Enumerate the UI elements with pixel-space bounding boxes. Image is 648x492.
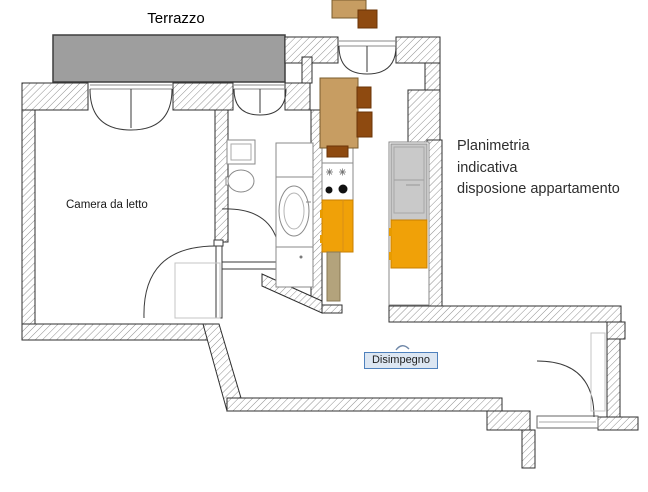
kitchen-left-run (320, 141, 354, 302)
hallway-label[interactable]: Disimpegno (364, 352, 438, 369)
terrace-label: Terrazzo (147, 10, 205, 27)
annotation-line-3: disposione appartamento (457, 181, 620, 197)
chair (356, 111, 373, 138)
bathroom-door-leaf (221, 261, 281, 270)
walls (21, 36, 639, 469)
annotation-line-2: indicativa (457, 159, 518, 176)
entrance-door-arc (536, 360, 595, 418)
dining-set (319, 0, 378, 158)
chair (326, 145, 349, 158)
bedroom-door-arc (143, 245, 217, 319)
annotation-line-1: Planimetria (457, 138, 530, 154)
kitchen-right-run (388, 141, 430, 306)
plan-annotation: Planimetria indicativa disposione appart… (457, 136, 620, 201)
selection-box (174, 262, 221, 319)
kitchen-french-door (338, 45, 397, 75)
terrace-slab (52, 34, 286, 83)
kitchen-cabinet-right (389, 219, 428, 269)
bedroom-door-leaf (215, 243, 223, 319)
sink-icon (226, 139, 256, 165)
chair (356, 86, 372, 109)
entrance-door-frame (590, 332, 606, 412)
chair (357, 9, 378, 29)
bedroom-french-door (89, 88, 173, 131)
fridge-icon (390, 143, 428, 221)
bath-cabinet (275, 142, 314, 178)
bath-french-door (233, 88, 287, 116)
wood-counter-column (326, 251, 341, 302)
bath-lower-cabinet (275, 246, 314, 288)
bedroom-label: Camera da letto (66, 199, 148, 211)
cooktop-icon (321, 162, 354, 201)
bathroom-fixtures (225, 139, 314, 288)
bathroom-door-arc (221, 208, 281, 263)
rotate-handle-icon[interactable] (395, 345, 410, 351)
toilet-icon (225, 169, 255, 193)
bedroom-door-hinge (213, 239, 224, 247)
dining-table (319, 77, 359, 149)
washing-machine-icon (275, 176, 314, 248)
kitchen-cabinet-left (320, 199, 354, 253)
door-swings (89, 45, 606, 429)
